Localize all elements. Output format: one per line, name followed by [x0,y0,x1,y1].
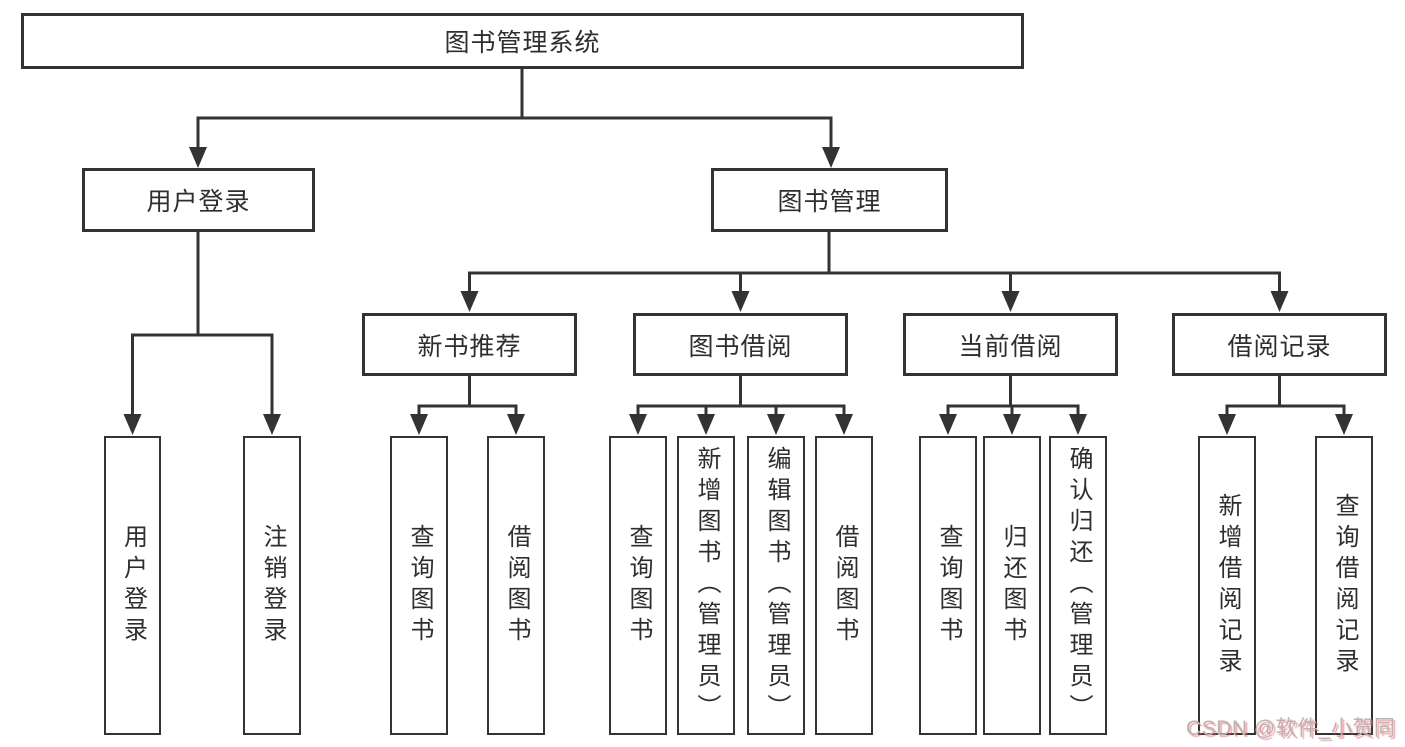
leaf-return-book: 归还图书 [983,436,1041,735]
node-user-login: 用户登录 [82,168,315,232]
node-borrow-record: 借阅记录 [1172,313,1387,376]
arrowheads [123,147,1353,435]
leaf-user-login: 用户登录 [104,436,161,735]
node-book-management: 图书管理 [711,168,948,232]
leaf-add-book-admin: 新增图书（管理员） [677,436,735,735]
node-book-borrow: 图书借阅 [633,313,848,376]
leaf-query-borrow-record: 查询借阅记录 [1315,436,1373,735]
leaf-confirm-return-admin: 确认归还（管理员） [1049,436,1107,735]
leaf-edit-book-admin: 编辑图书（管理员） [747,436,805,735]
leaf-add-borrow-record: 新增借阅记录 [1198,436,1256,735]
leaf-recommend-borrow-book: 借阅图书 [487,436,545,735]
node-new-book-recommend: 新书推荐 [362,313,577,376]
leaf-current-query-book: 查询图书 [919,436,977,735]
leaf-borrow-book: 借阅图书 [815,436,873,735]
leaf-borrow-query-book: 查询图书 [609,436,667,735]
csdn-watermark: CSDN @软件_小贺同学 [1186,717,1396,740]
leaf-logout: 注销登录 [243,436,301,735]
node-current-borrow: 当前借阅 [903,313,1118,376]
leaf-recommend-query-book: 查询图书 [390,436,448,735]
connector-edges [131,67,1346,418]
node-root-system: 图书管理系统 [21,13,1024,69]
